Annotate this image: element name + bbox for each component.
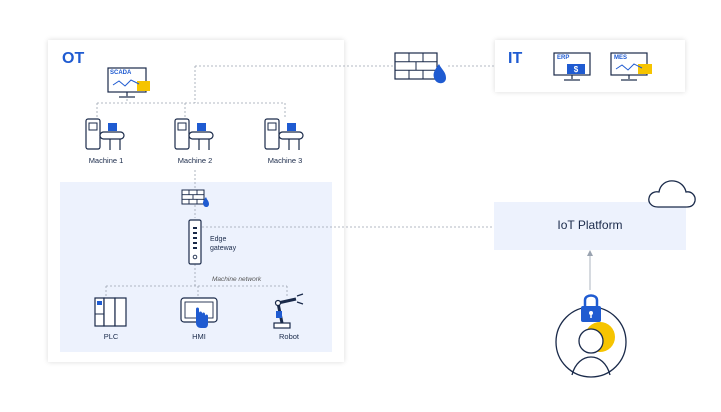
- mes-monitor-icon: [610, 52, 654, 89]
- edge-gateway-label: Edge gateway: [210, 236, 237, 252]
- cloud-icon: [646, 176, 698, 215]
- scada-label: SCADA: [110, 70, 132, 76]
- firewall-icon: [394, 52, 450, 91]
- secure-user-icon: [553, 290, 633, 393]
- device-label: Robot: [278, 332, 299, 341]
- machine-label: Machine 1: [88, 156, 124, 165]
- hmi-icon: [180, 297, 218, 334]
- plc-icon: [94, 296, 128, 333]
- machine-icon: [173, 117, 217, 158]
- edge-gateway-icon: [188, 219, 202, 270]
- it-title: IT: [508, 50, 523, 67]
- machine-label: Machine 2: [177, 156, 213, 165]
- device-label: PLC: [103, 332, 119, 341]
- erp-monitor-icon: $: [553, 52, 595, 89]
- robot-arm-icon: [268, 293, 310, 334]
- iot-platform-box: [494, 202, 686, 250]
- machine-network-label: Machine network: [212, 276, 262, 283]
- ot-title: OT: [62, 50, 85, 67]
- machine-icon: [84, 117, 128, 158]
- svg-text:$: $: [574, 65, 579, 74]
- mes-label: MES: [614, 55, 628, 61]
- scada-monitor-icon: [107, 67, 151, 104]
- machine-icon: [263, 117, 307, 158]
- iot-platform-label: IoT Platform: [557, 218, 623, 232]
- firewall-icon: [181, 189, 211, 214]
- machine-label: Machine 3: [267, 156, 303, 165]
- erp-label: ERP: [557, 55, 570, 61]
- device-label: HMI: [192, 332, 206, 341]
